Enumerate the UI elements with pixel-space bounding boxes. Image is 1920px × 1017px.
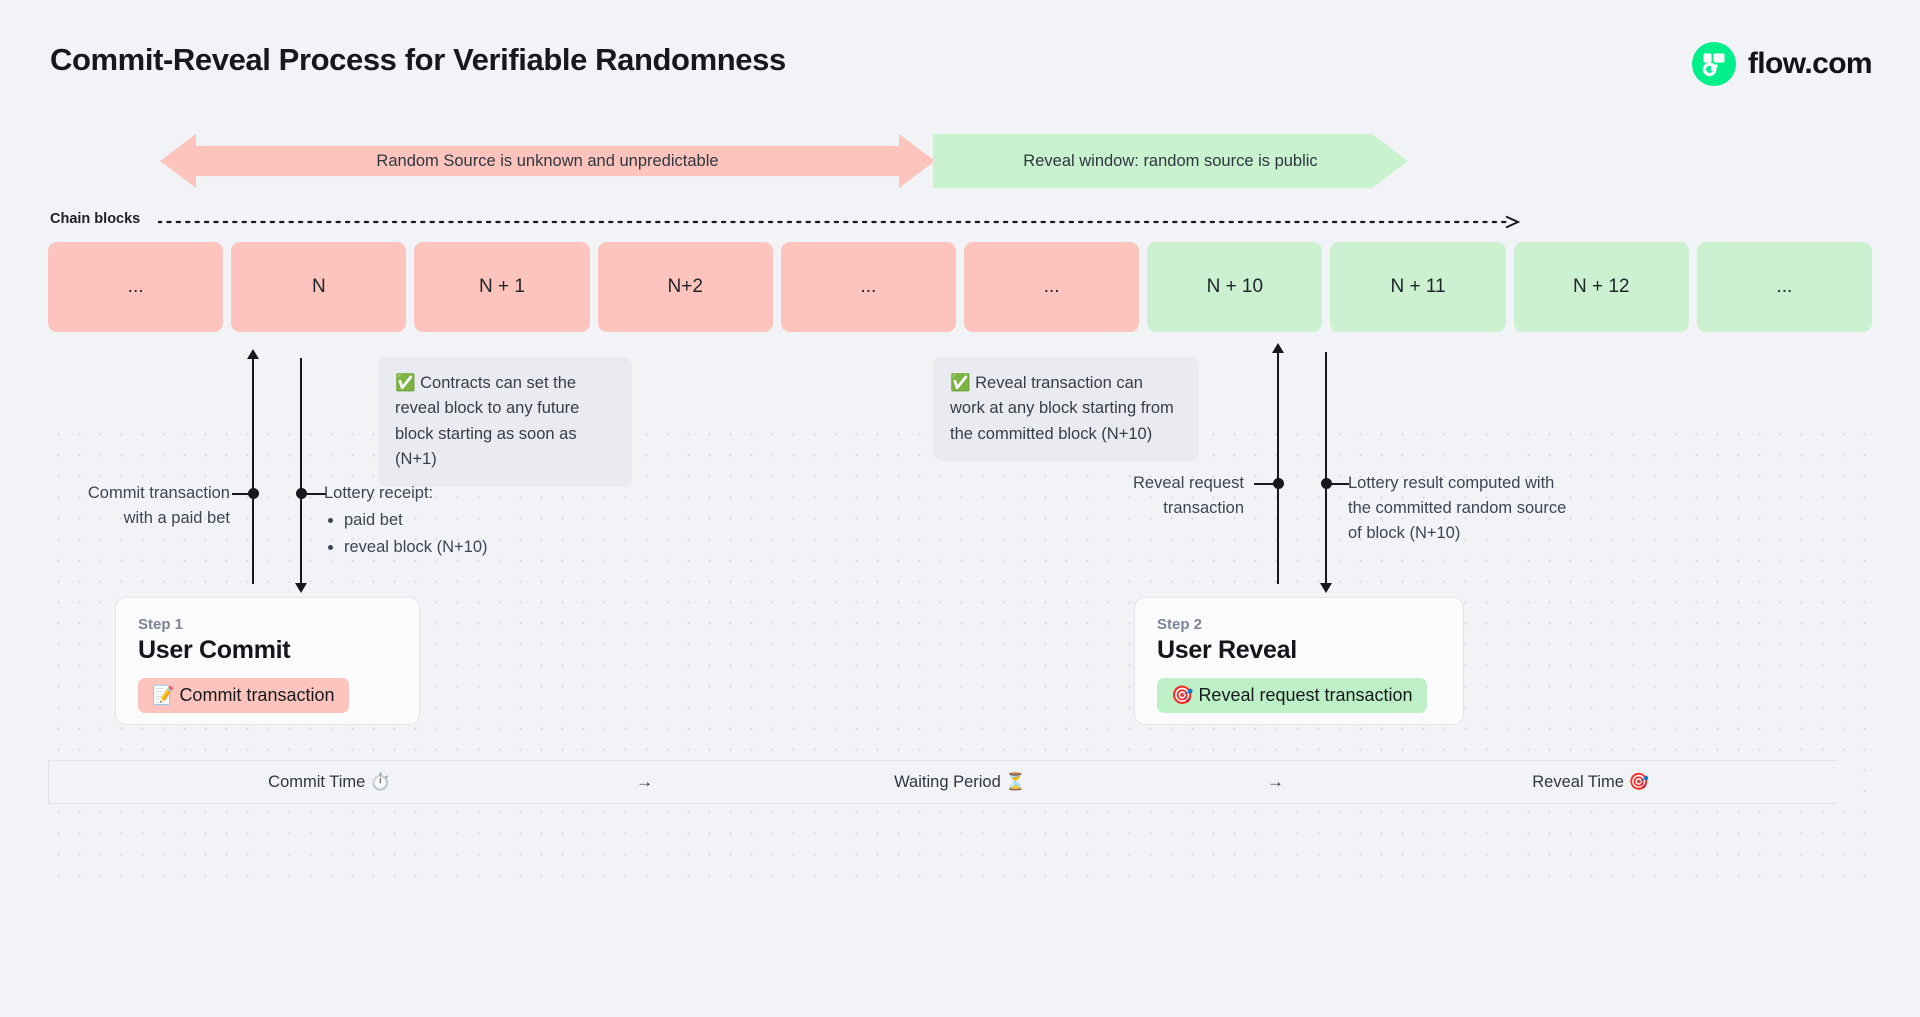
annotation-commit-transaction-line2: with a paid bet — [123, 508, 230, 527]
reveal-request-connector-line-up — [1272, 343, 1284, 584]
note-reveal-transaction-window-text: Reveal transaction can work at any block… — [950, 374, 1174, 443]
receipt-connector-stub — [306, 493, 326, 495]
list-item: paid bet — [344, 508, 584, 533]
direct-hit-icon: 🎯 — [1628, 772, 1650, 791]
annotation-commit-transaction-line1: Commit transaction — [87, 484, 230, 502]
bottom-timeline-body: Commit Time ⏱️ → Waiting Period ⏳ → Reve… — [48, 760, 1872, 804]
step-1-chip[interactable]: 📝 Commit transaction — [138, 678, 349, 713]
chain-block-label: ... — [1043, 276, 1060, 297]
chain-block[interactable]: N — [231, 242, 407, 332]
chain-block[interactable]: N + 10 — [1147, 242, 1323, 332]
step-1-chip-label: Commit transaction — [179, 685, 335, 705]
chain-block[interactable]: ... — [964, 242, 1140, 332]
timeline-segment-reveal-time: Reveal Time 🎯 — [1310, 773, 1871, 792]
phase-banner-unpredictable: Random Source is unknown and unpredictab… — [160, 134, 935, 188]
chain-block-label: N + 12 — [1572, 276, 1630, 297]
annotation-lottery-receipt: Lottery receipt: paid bet reveal block (… — [324, 481, 584, 559]
receipt-connector-line-down — [295, 358, 307, 593]
lottery-result-connector-line-down — [1320, 352, 1332, 593]
brand-name: flow.com — [1747, 47, 1873, 80]
annotation-reveal-request-line2: transaction — [1163, 498, 1244, 517]
flow-logo-icon — [1691, 42, 1736, 86]
commit-connector-stub — [232, 493, 252, 495]
phase-banner-reveal-window: Reveal window: random source is public — [933, 134, 1408, 188]
page-title: Commit-Reveal Process for Verifiable Ran… — [50, 42, 786, 77]
chain-block[interactable]: N + 1 — [414, 242, 590, 332]
chain-block[interactable]: N + 12 — [1513, 242, 1689, 332]
chain-block[interactable]: ... — [1696, 242, 1873, 332]
bottom-timeline: Commit Time ⏱️ → Waiting Period ⏳ → Reve… — [48, 760, 1872, 804]
step-2-chip[interactable]: 🎯 Reveal request transaction — [1157, 678, 1427, 713]
stopwatch-icon: ⏱️ — [369, 772, 391, 791]
receipt-connector-dot — [296, 488, 307, 499]
chain-block-label: N — [311, 276, 326, 297]
timeline-segment-reveal-time-label: Reveal Time — [1532, 772, 1624, 791]
step-2-chip-label: Reveal request transaction — [1198, 685, 1413, 705]
chain-axis-arrow — [158, 215, 1520, 229]
annotation-lottery-receipt-title: Lottery receipt: — [324, 484, 434, 502]
chain-blocks-label: Chain blocks — [50, 211, 141, 227]
step-1-kicker: Step 1 — [138, 616, 184, 633]
annotation-lottery-result: Lottery result computed with the committ… — [1348, 471, 1570, 545]
timeline-segment-commit-time: Commit Time ⏱️ — [49, 773, 610, 792]
check-mark-button-icon: ✅ — [950, 374, 971, 392]
timeline-segment-commit-time-label: Commit Time — [268, 772, 366, 791]
chain-block-label: N + 11 — [1390, 276, 1446, 297]
chain-block-label: N+2 — [667, 276, 703, 297]
commit-connector-line-up — [247, 349, 259, 584]
reveal-request-connector-stub — [1254, 483, 1274, 485]
timeline-segment-waiting-period: Waiting Period ⏳ — [680, 773, 1241, 792]
timeline-arrow-1: → — [636, 772, 654, 791]
check-mark-button-icon: ✅ — [395, 374, 416, 392]
timeline-segment-waiting-period-label: Waiting Period — [894, 772, 1001, 791]
lottery-result-connector-dot — [1321, 478, 1332, 489]
brand-logo: flow.com — [1691, 42, 1873, 86]
chain-block[interactable]: ... — [780, 242, 957, 332]
note-reveal-transaction-window: ✅ Reveal transaction can work at any blo… — [933, 357, 1199, 462]
chain-block[interactable]: ... — [48, 242, 224, 332]
step-card-user-commit[interactable]: Step 1 User Commit 📝 Commit transaction — [115, 597, 420, 725]
memo-icon: 📝 — [152, 685, 175, 705]
annotation-reveal-request-transaction: Reveal request transaction — [1060, 471, 1244, 521]
chain-block-label: N + 10 — [1206, 276, 1264, 297]
list-item: reveal block (N+10) — [344, 535, 584, 560]
annotation-commit-transaction: Commit transaction with a paid bet — [60, 481, 230, 531]
timeline-arrow-2: → — [1266, 772, 1284, 791]
phase-banner-reveal-window-label: Reveal window: random source is public — [1023, 151, 1318, 170]
chain-block[interactable]: N+2 — [597, 242, 773, 332]
chain-block-label: ... — [860, 276, 877, 297]
reveal-request-connector-dot — [1273, 478, 1284, 489]
step-2-title: User Reveal — [1157, 636, 1297, 664]
note-contract-reveal-block: ✅ Contracts can set the reveal block to … — [378, 357, 632, 487]
step-2-kicker: Step 2 — [1157, 616, 1203, 633]
note-contract-reveal-block-text: Contracts can set the reveal block to an… — [395, 374, 580, 469]
chain-block-label: ... — [127, 276, 144, 297]
commit-connector-dot — [248, 488, 259, 499]
step-card-user-reveal[interactable]: Step 2 User Reveal 🎯 Reveal request tran… — [1134, 597, 1464, 725]
annotation-reveal-request-line1: Reveal request — [1133, 474, 1244, 492]
step-1-title: User Commit — [138, 636, 291, 664]
phase-banner-unpredictable-label: Random Source is unknown and unpredictab… — [376, 151, 719, 170]
chain-block-label: N + 1 — [479, 276, 525, 297]
direct-hit-icon: 🎯 — [1171, 685, 1194, 705]
annotation-lottery-receipt-list: paid bet reveal block (N+10) — [324, 508, 584, 560]
annotation-lottery-result-text: Lottery result computed with the committ… — [1348, 474, 1567, 542]
chain-block-label: ... — [1776, 276, 1793, 297]
chain-blocks-row: ... N N + 1 N+2 ... ... N + 10 N + 11 N … — [48, 242, 1873, 332]
lottery-result-connector-stub — [1331, 483, 1349, 485]
chain-block[interactable]: N + 11 — [1330, 242, 1506, 332]
hourglass-icon: ⏳ — [1005, 772, 1026, 791]
